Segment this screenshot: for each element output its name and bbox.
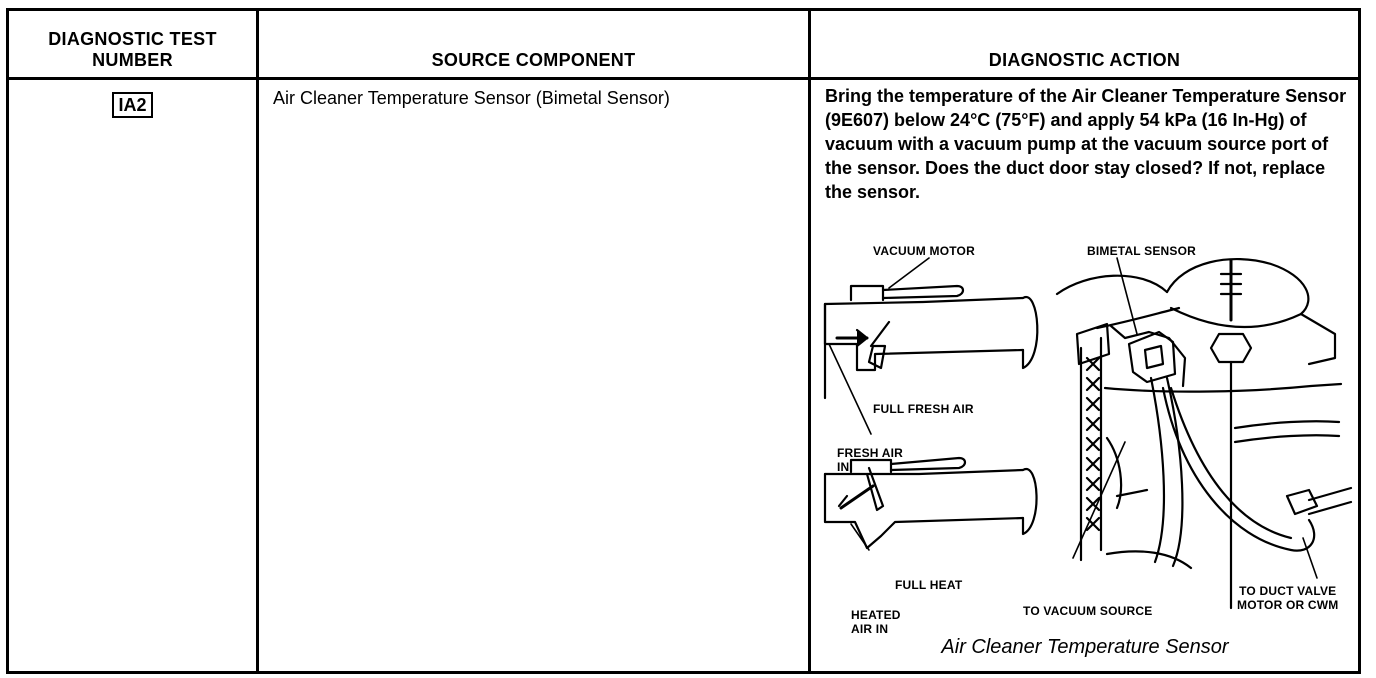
label-bimetal-sensor: BIMETAL SENSOR [1087, 244, 1197, 258]
header-test-number: DIAGNOSTIC TEST NUMBER [6, 8, 259, 80]
label-full-heat: FULL HEAT [895, 578, 963, 592]
header-row: DIAGNOSTIC TEST NUMBER SOURCE COMPONENT … [6, 8, 1361, 80]
diagnostic-table: DIAGNOSTIC TEST NUMBER SOURCE COMPONENT … [6, 8, 1361, 674]
label-heated-air-in: HEATED AIR IN [851, 608, 901, 636]
table-row: IA2 Air Cleaner Temperature Sensor (Bime… [6, 77, 1361, 674]
sensor-illustration [823, 257, 1353, 610]
label-fresh-air-in: FRESH AIR IN [837, 446, 904, 474]
label-to-duct-valve: TO DUCT VALVE MOTOR OR CWM [1237, 584, 1339, 612]
label-to-vacuum-source: TO VACUUM SOURCE [1023, 604, 1153, 618]
header-diagnostic-action: DIAGNOSTIC ACTION [808, 8, 1361, 80]
source-component-cell: Air Cleaner Temperature Sensor (Bimetal … [256, 77, 811, 674]
duct-full-fresh-air [823, 284, 1039, 400]
diagnostic-action-cell: Bring the temperature of the Air Cleaner… [808, 77, 1361, 674]
label-full-fresh-air: FULL FRESH AIR [873, 402, 974, 416]
air-cleaner-assembly [1055, 257, 1353, 610]
test-id-box: IA2 [112, 92, 153, 118]
label-vacuum-motor: VACUUM MOTOR [873, 244, 975, 258]
figure-caption: Air Cleaner Temperature Sensor [941, 636, 1229, 658]
diagnostic-action-text: Bring the temperature of the Air Cleaner… [825, 86, 1347, 202]
test-number-cell: IA2 [6, 77, 259, 674]
sensor-figure: VACUUM MOTOR BIMETAL SENSOR FULL FRESH A… [811, 238, 1359, 678]
header-source-component: SOURCE COMPONENT [256, 8, 811, 80]
